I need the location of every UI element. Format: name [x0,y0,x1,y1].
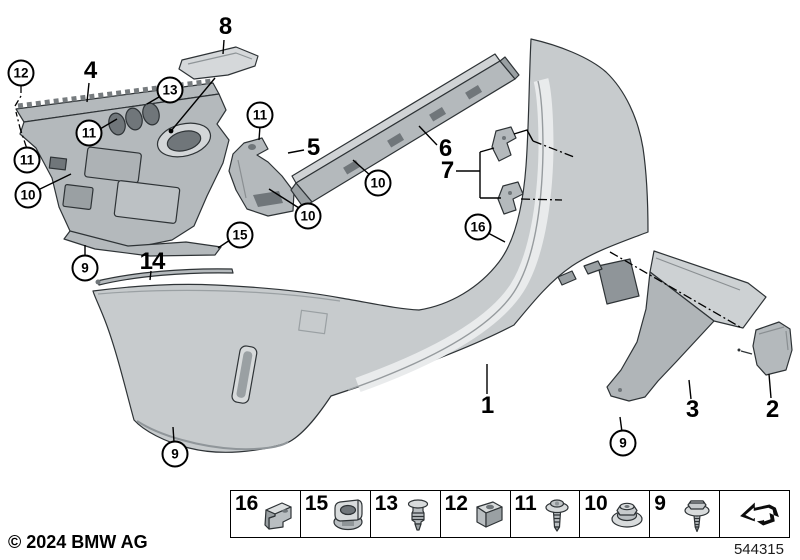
legend-item-label: 13 [374,492,399,515]
legend-item-12[interactable]: 12 [439,491,510,537]
callout-11-a[interactable]: 11 [75,119,103,147]
callout-1[interactable]: 1 [480,392,494,419]
part-14-trim-strip [95,268,234,286]
legend-item-13[interactable]: 13 [369,491,440,537]
part-5-bracket [228,137,295,217]
callout-4[interactable]: 4 [83,57,97,84]
legend-item-label: 10 [584,492,608,515]
copyright: © 2024 BMW AG [8,532,148,552]
part-7-brackets [491,126,524,215]
expansion-rivet-icon [407,499,428,531]
legend-item-label: 9 [654,492,666,515]
cage-nut-icon [333,499,363,531]
legend-item-9[interactable]: 9 [649,491,719,537]
legend-item-15[interactable]: 15 [299,491,370,537]
part-4-bracket-left [15,78,230,257]
part-1-bumper-trim [92,38,649,453]
part-8-cover [178,46,259,80]
hex-screw-icon [684,500,710,533]
legend-item-label: 11 [514,492,537,515]
legend-item-10[interactable]: 10 [579,491,649,537]
callout-7[interactable]: 7 [440,157,454,184]
legend-item-16[interactable]: 16 [231,491,300,537]
callout-9-a[interactable]: 9 [71,254,99,282]
callout-9-b[interactable]: 9 [161,440,189,468]
legend-item-label: 16 [235,492,259,515]
callout-8[interactable]: 8 [218,13,232,40]
callout-10-c[interactable]: 10 [364,169,392,197]
legend-item-label: 12 [444,492,468,515]
flange-nut-icon [611,502,643,528]
callout-13[interactable]: 13 [156,76,184,104]
callout-2[interactable]: 2 [765,396,779,423]
fastener-legend: 16 15 13 [230,490,790,538]
screw-washer-icon [545,499,569,532]
callout-5[interactable]: 5 [306,134,320,161]
diagram-number: 544315 [733,541,784,558]
callout-11-c[interactable]: 11 [246,101,274,129]
part-2-cover-cap [737,321,793,376]
part-6-impact-strip [290,53,520,208]
callout-16[interactable]: 16 [464,213,492,241]
callout-12[interactable]: 12 [7,59,35,87]
callout-6[interactable]: 6 [438,135,452,162]
reference-arrow-icon [740,502,779,526]
legend-item-11[interactable]: 11 [509,491,580,537]
leader-lines [37,39,772,443]
clamp-nut-icon [475,501,503,528]
callout-9-c[interactable]: 9 [609,429,637,457]
callout-11-b[interactable]: 11 [13,146,41,174]
part-3-side-trim [606,250,767,402]
retainer-clip-icon [264,502,292,530]
legend-item-label: 15 [304,492,329,515]
callout-14[interactable]: 14 [139,248,166,275]
legend-item-reference[interactable] [719,491,789,537]
callout-10-b[interactable]: 10 [294,202,322,230]
callout-10-a[interactable]: 10 [14,181,42,209]
alignment-dash-lines [14,84,741,328]
callout-15[interactable]: 15 [226,221,254,249]
callout-3[interactable]: 3 [685,396,699,423]
